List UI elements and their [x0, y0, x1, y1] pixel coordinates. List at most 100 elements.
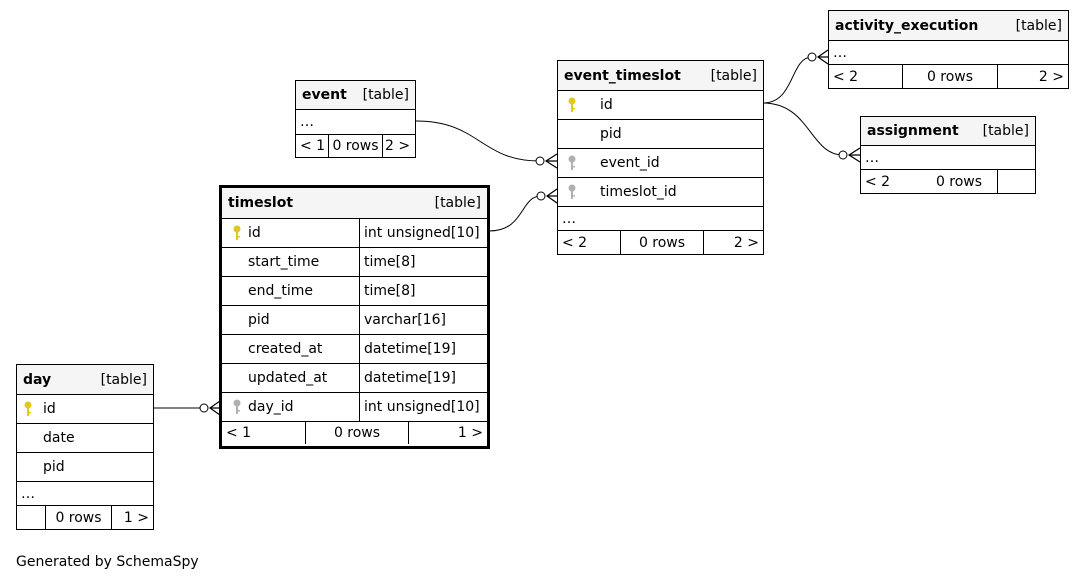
column-type: datetime[19] [359, 364, 487, 392]
column-field: day_id [222, 393, 359, 421]
ellipsis: … [865, 149, 879, 166]
ellipsis: … [562, 210, 576, 227]
column-row: date [17, 423, 153, 452]
table-footer: < 1 0 rows 2 > [296, 134, 415, 157]
crowfoot-marker [816, 49, 829, 65]
column-row: end_time time[8] [222, 276, 487, 305]
table-kind: [table] [982, 123, 1029, 139]
children-count: 2 > [382, 135, 415, 157]
children-count: 2 > [703, 231, 763, 254]
ellipsis-row: … [829, 40, 1068, 64]
column-name: timeslot_id [600, 184, 677, 200]
column-row: pid [558, 119, 763, 148]
ellipsis: … [833, 44, 847, 61]
table-header: event [table] [296, 81, 415, 109]
parents-count: < 2 [562, 234, 588, 251]
column-row: day_id int unsigned[10] [222, 392, 487, 421]
column-row: start_time time[8] [222, 247, 487, 276]
parents-count: < 1 [300, 138, 326, 154]
table-name: event_timeslot [564, 67, 681, 84]
table-timeslot[interactable]: timeslot [table] id int unsigned[10] sta… [219, 185, 490, 449]
optional-marker [807, 52, 817, 62]
column-row: id [558, 90, 763, 119]
table-day[interactable]: day [table] id date pid … 0 rows 1 > [16, 364, 154, 530]
table-event-timeslot[interactable]: event_timeslot [table] id pid event_id t… [557, 60, 764, 255]
ellipsis: … [21, 485, 35, 502]
table-kind: [table] [362, 87, 409, 103]
table-header: activity_execution [table] [829, 11, 1068, 40]
ellipsis-row: … [296, 109, 415, 134]
column-type: datetime[19] [359, 335, 487, 363]
optional-marker [535, 156, 545, 166]
column-type: varchar[16] [359, 306, 487, 334]
table-header: event_timeslot [table] [558, 61, 763, 90]
table-footer: < 2 0 rows 2 > [558, 230, 763, 254]
ellipsis: … [300, 114, 314, 130]
table-event[interactable]: event [table] … < 1 0 rows 2 > [295, 80, 416, 158]
table-name: activity_execution [835, 17, 979, 34]
row-count: 0 rows [328, 135, 382, 157]
table-footer: 0 rows 1 > [17, 505, 153, 529]
column-row: pid [17, 452, 153, 481]
table-kind: [table] [100, 371, 147, 388]
column-name: event_id [600, 155, 660, 171]
column-name: id [600, 97, 613, 113]
children-count: 1 > [111, 506, 153, 529]
row-count: 0 rows [935, 173, 983, 190]
column-type: int unsigned[10] [359, 219, 487, 247]
children-count [997, 170, 1035, 193]
column-row: id int unsigned[10] [222, 218, 487, 247]
table-footer: < 1 0 rows 1 > [222, 421, 487, 444]
link-timeslot-to-event-timeslot [488, 195, 542, 232]
parents-count: < 2 [865, 173, 891, 190]
ellipsis-row: … [558, 206, 763, 230]
primary-key-icon [226, 225, 248, 241]
column-row: updated_at datetime[19] [222, 363, 487, 392]
table-name: event [302, 87, 347, 103]
column-row: id [17, 394, 153, 423]
column-name: pid [248, 312, 270, 328]
primary-key-icon [17, 401, 39, 417]
parents-count: < 1 [226, 425, 252, 441]
column-field: id [222, 219, 359, 247]
ellipsis-row: … [861, 145, 1035, 169]
table-header: day [table] [17, 365, 153, 394]
crowfoot-marker [545, 188, 558, 204]
link-event-timeslot-to-activity-execution [762, 56, 813, 104]
table-name: timeslot [228, 195, 294, 211]
table-activity-execution[interactable]: activity_execution [table] … < 2 0 rows … [828, 10, 1069, 89]
children-count: 2 > [997, 65, 1068, 88]
column-type: time[8] [359, 248, 487, 276]
column-name: pid [43, 459, 65, 475]
table-kind: [table] [434, 195, 481, 211]
column-type: time[8] [359, 277, 487, 305]
table-header: assignment [table] [861, 117, 1035, 145]
row-count: 0 rows [902, 65, 997, 88]
children-count: 1 > [408, 422, 487, 444]
row-count: 0 rows [305, 422, 408, 444]
table-assignment[interactable]: assignment [table] … < 2 0 rows [860, 116, 1036, 194]
column-row: created_at datetime[19] [222, 334, 487, 363]
table-kind: [table] [710, 67, 757, 84]
link-event-to-event-timeslot [415, 120, 541, 162]
column-name: id [248, 225, 261, 241]
optional-marker [838, 150, 848, 160]
column-name: day_id [248, 399, 294, 415]
column-row: timeslot_id [558, 177, 763, 206]
crowfoot-marker [544, 153, 558, 169]
table-footer: < 2 0 rows 2 > [829, 64, 1068, 88]
crowfoot-marker [847, 147, 861, 163]
row-count: 0 rows [45, 506, 111, 529]
column-name: end_time [248, 283, 314, 299]
table-name: day [23, 371, 52, 388]
optional-marker [536, 191, 546, 201]
column-name: date [43, 430, 75, 446]
parents-count: < 2 [833, 68, 859, 85]
crowfoot-marker [208, 400, 221, 416]
parents-count [17, 506, 45, 529]
column-name: created_at [248, 341, 323, 357]
foreign-key-icon [558, 184, 586, 200]
column-name: id [43, 401, 56, 417]
ellipsis-row: … [17, 481, 153, 505]
